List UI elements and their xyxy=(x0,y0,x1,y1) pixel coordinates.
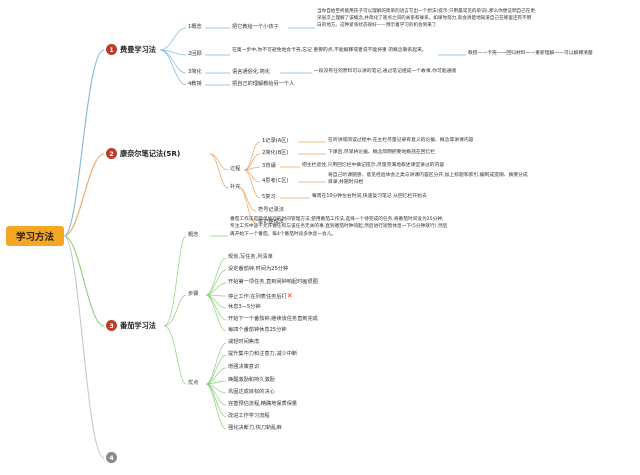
node-step-1-text: 在听讲或阅读过程中,在主栏尽量记录有意义的论据、概念等讲课内容 xyxy=(328,138,474,143)
node-pomo-steps-label: 步骤 xyxy=(188,291,199,297)
connector-branch-4 xyxy=(63,235,105,459)
node-pomo-merits-label: 优点 xyxy=(188,380,199,386)
connector-branch-3 xyxy=(63,235,105,327)
node-pomo-step-6: 开始下一个番茄钟,继续该任务直到完成 xyxy=(228,316,318,322)
node-pomo-step-4-text: 停止工作,在列表任务后打 xyxy=(228,294,287,300)
branch-pomodoro[interactable]: 3 番茄学习法 xyxy=(106,320,156,331)
node-step-4-label: 4思考(C区) xyxy=(262,178,289,184)
node-concept-detail: 当你自始至终能用孩子可以理解的简单的语言写出一个想法(提示:只用最常见的单词),… xyxy=(317,9,535,28)
number-badge-icon: 3 xyxy=(106,320,117,331)
node-pomo-step-4: 停止工作,在列表任务后打✕ xyxy=(228,291,293,302)
node-pomo-step-1: 规划,写任务,列清单 xyxy=(228,254,273,260)
node-teach-label: 4教授 xyxy=(188,81,202,87)
node-simplify-text: 语言通俗化,简化 xyxy=(232,69,270,75)
node-merit-4: 唤醒激励和持久激励 xyxy=(228,377,275,383)
node-merit-2: 提升集中力和注意力,减少中断 xyxy=(228,351,298,357)
node-step-3-text: 把主栏遮住,只用回忆栏中摘记提示,尽量完满地叙述课堂讲过的内容 xyxy=(302,163,445,168)
node-step-4-text: 将自己听课随感、意见经验体会之类与讲课内容区分开,加上标题和索引,编制成提纲、摘… xyxy=(328,173,528,186)
node-review-chain: 教授——卡壳——回归材料——重新理解——可以解释清楚 xyxy=(468,51,593,56)
number-badge-icon: 4 xyxy=(106,452,117,463)
node-step-1-label: 1记录(A区) xyxy=(262,138,289,144)
node-pomo-step-7: 每四个番茄钟休息25分钟 xyxy=(228,327,287,333)
branch-title: 康奈尔笔记法(5R) xyxy=(120,148,181,158)
node-teach-text: 把自己的理解教给另一个人 xyxy=(232,81,295,87)
number-badge-icon: 1 xyxy=(106,44,117,55)
node-step-2-text: 下课后,尽早将论据、概念简明扼要地概括在回忆栏 xyxy=(328,150,436,155)
node-pomo-step-2: 设定番茄钟,时间为25分钟 xyxy=(228,266,289,272)
number-badge-icon: 2 xyxy=(106,148,117,159)
node-merit-3: 增强决策意识 xyxy=(228,364,260,370)
node-supplement-2: 笔记整理法 xyxy=(258,219,284,225)
root-topic[interactable]: 学习方法 xyxy=(6,226,64,246)
node-review-label: 2回顾 xyxy=(188,51,202,57)
node-merit-8: 强化决断力,快刀斩乱麻 xyxy=(228,425,282,431)
branch-4[interactable]: 4 xyxy=(106,452,117,463)
cross-mark-icon: ✕ xyxy=(286,292,293,300)
branch-feynman[interactable]: 1 费曼学习法 xyxy=(106,44,156,55)
node-supplement-label: 补充 xyxy=(230,184,241,190)
node-step-5-text: 每周在10分钟左右时间,快速复习笔记 从回忆栏开始去 xyxy=(312,194,427,199)
branch-title: 费曼学习法 xyxy=(120,44,156,54)
root-title: 学习方法 xyxy=(15,232,54,243)
node-pomo-step-5: 休息3—5分钟 xyxy=(228,304,261,310)
node-merit-5: 巩固达成目标的决心 xyxy=(228,389,275,395)
connector-branch-1 xyxy=(63,49,105,237)
branch-title: 番茄学习法 xyxy=(120,320,156,330)
node-process-label: 过程 xyxy=(230,166,241,172)
node-simplify-detail: 一段没有任何原料可以讲的笔记,通过笔记组成一个故事,你可能通顺 xyxy=(314,69,457,74)
node-step-5-label: 5复习 xyxy=(262,194,276,200)
node-concept-label: 1概念 xyxy=(188,24,202,30)
node-simplify-label: 3简化 xyxy=(188,69,202,75)
node-review-text: 在第一步中,你不可避免地会卡壳,忘记 重要的点,不能解释或者说不能将重 的概念联… xyxy=(232,48,427,53)
node-merit-6: 完善预估流程,精确地保质保量 xyxy=(228,401,298,407)
node-merit-7: 改进工作学习流程 xyxy=(228,413,270,419)
node-pomo-step-3: 开始第一项任务,直到闹钟响起时画很圈 xyxy=(228,279,318,285)
node-supplement-1: 符号记录法 xyxy=(258,207,284,213)
node-step-2-label: 2简化(B区) xyxy=(262,150,289,156)
node-pomo-concept-label: 概念 xyxy=(188,232,199,238)
node-concept-text: 把它教给一个小孩子 xyxy=(232,24,279,30)
node-pomo-concept-text: 番茄工作法是简单易行的时间管理方法,使用番茄工作法,选择一个待完成的任务,将番茄… xyxy=(230,217,448,237)
connector-branch-2 xyxy=(63,153,105,237)
node-merit-1: 减轻时间焦虑 xyxy=(228,339,260,345)
node-step-3-label: 3背诵 xyxy=(262,163,276,169)
branch-cornell[interactable]: 2 康奈尔笔记法(5R) xyxy=(106,148,180,159)
